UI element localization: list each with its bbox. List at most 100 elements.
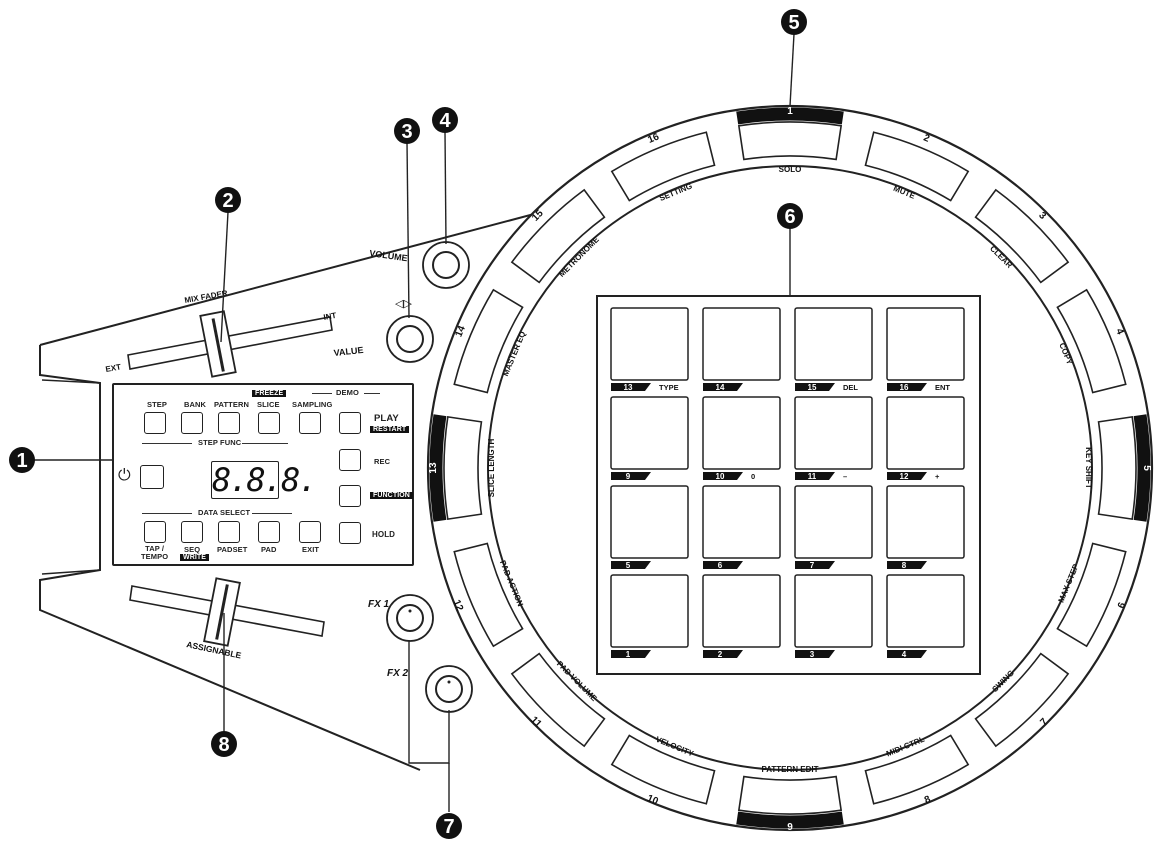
freeze-label: FREEZE	[252, 390, 287, 397]
pad-number-11: 11	[808, 472, 817, 481]
callout-6: 6	[777, 203, 803, 229]
power-button[interactable]	[140, 465, 164, 489]
pad-number-16: 16	[900, 383, 909, 392]
exit-button[interactable]	[299, 521, 321, 543]
fx2-label: FX 2	[387, 668, 409, 679]
pad-4[interactable]: 4	[886, 574, 965, 659]
pad-number-5: 5	[626, 561, 631, 570]
fx2-knob[interactable]	[425, 665, 473, 713]
value-arrows: ◁▷	[395, 298, 412, 310]
mix-fader-label: MIX FADER	[184, 289, 229, 305]
play-button[interactable]	[339, 412, 361, 434]
rec-button[interactable]	[339, 449, 361, 471]
bank-button[interactable]	[181, 412, 203, 434]
callout-8: 8	[211, 731, 237, 757]
pad-number-2: 2	[718, 650, 723, 659]
mix-fader[interactable]	[127, 310, 333, 378]
ring-number-10: 10	[645, 793, 660, 808]
callout-2: 2	[215, 187, 241, 213]
pad-15[interactable]: 15 DEL	[794, 307, 873, 392]
svg-text:4: 4	[439, 110, 451, 132]
pad-7[interactable]: 7	[794, 485, 873, 570]
pad-number-1: 1	[626, 650, 631, 659]
pad-extra-13: TYPE	[659, 383, 679, 392]
step-key-label: STEP	[147, 400, 167, 409]
callout-7: 7	[436, 813, 462, 839]
pad-9[interactable]: 9	[610, 396, 689, 481]
pad-2[interactable]: 2	[702, 574, 781, 659]
pad-number-10: 10	[716, 472, 725, 481]
pattern-button[interactable]	[218, 412, 240, 434]
ring-label-9: PATTERN EDIT	[761, 765, 818, 774]
ring-button-5[interactable]: 5 KEY SHIFT	[1084, 414, 1152, 522]
pad-6[interactable]: 6	[702, 485, 781, 570]
volume-label: VOLUME	[369, 248, 409, 263]
pad-extra-10: 0	[751, 472, 755, 481]
pad-10[interactable]: 10 0	[702, 396, 781, 481]
pad-5[interactable]: 5	[610, 485, 689, 570]
ring-number-14: 14	[453, 324, 468, 339]
ring-label-5: KEY SHIFT	[1084, 447, 1093, 489]
demo-bracket-right	[364, 393, 380, 394]
ring-number-16: 16	[646, 131, 661, 146]
padset-label: PADSET	[217, 545, 248, 554]
pad-extra-15: DEL	[843, 383, 858, 392]
step-func-rule-right	[242, 443, 288, 444]
seq-write-button[interactable]	[181, 521, 203, 543]
hold-button[interactable]	[339, 522, 361, 544]
pad-1[interactable]: 1	[610, 574, 689, 659]
bank-key-label: BANK	[184, 400, 207, 409]
step-button[interactable]	[144, 412, 166, 434]
demo-bracket-left	[312, 393, 332, 394]
sampling-button[interactable]	[299, 412, 321, 434]
tap-tempo-button[interactable]	[144, 521, 166, 543]
pad-3[interactable]: 3	[794, 574, 873, 659]
volume-knob[interactable]	[422, 241, 470, 289]
pad-11[interactable]: 11–	[794, 396, 873, 481]
pad-label: PAD	[261, 545, 277, 554]
tap-tempo-label: TAP / TEMPO	[141, 544, 169, 561]
svg-text:3: 3	[401, 121, 412, 143]
pad-8[interactable]: 8	[886, 485, 965, 570]
hold-label: HOLD	[372, 530, 396, 539]
pad-button[interactable]	[258, 521, 280, 543]
function-button[interactable]	[339, 485, 361, 507]
value-label: VALUE	[333, 345, 364, 358]
ring-number-5: 5	[1141, 465, 1152, 471]
ring-number-8: 8	[923, 794, 933, 806]
control-panel: STEP BANK PATTERN SLICE SAMPLING FREEZE …	[112, 383, 414, 566]
callout-3: 3	[394, 118, 420, 144]
pad-12[interactable]: 12+	[886, 396, 965, 481]
svg-text:6: 6	[784, 206, 795, 228]
ring-number-12: 12	[451, 598, 466, 613]
step-func-rule-left	[142, 443, 192, 444]
pad-16[interactable]: 16 ENT	[886, 307, 965, 392]
pad-14[interactable]: 14	[702, 307, 781, 392]
pattern-key-label: PATTERN	[214, 400, 250, 409]
pad-extra-16: ENT	[935, 383, 950, 392]
pad-number-3: 3	[810, 650, 815, 659]
slice-button[interactable]	[258, 412, 280, 434]
seq-label: SEQ	[184, 545, 201, 554]
slice-key-label: SLICE	[257, 400, 280, 409]
ring-number-9: 9	[787, 822, 793, 833]
pad-number-15: 15	[808, 383, 817, 392]
restart-label: RESTART	[370, 426, 410, 433]
ring-button-9[interactable]: 9 PATTERN EDIT	[736, 765, 844, 833]
pad-number-14: 14	[716, 383, 725, 392]
callout-5: 5	[781, 9, 807, 35]
fx1-knob[interactable]	[386, 594, 434, 642]
value-knob[interactable]	[386, 315, 434, 363]
padset-button[interactable]	[218, 521, 240, 543]
svg-text:1: 1	[16, 450, 27, 472]
data-select-rule-left	[142, 513, 192, 514]
ring-label-1: SOLO	[779, 165, 802, 174]
ring-number-13: 13	[428, 462, 439, 474]
ring-number-4: 4	[1113, 327, 1125, 337]
assignable-fader[interactable]	[129, 577, 325, 647]
